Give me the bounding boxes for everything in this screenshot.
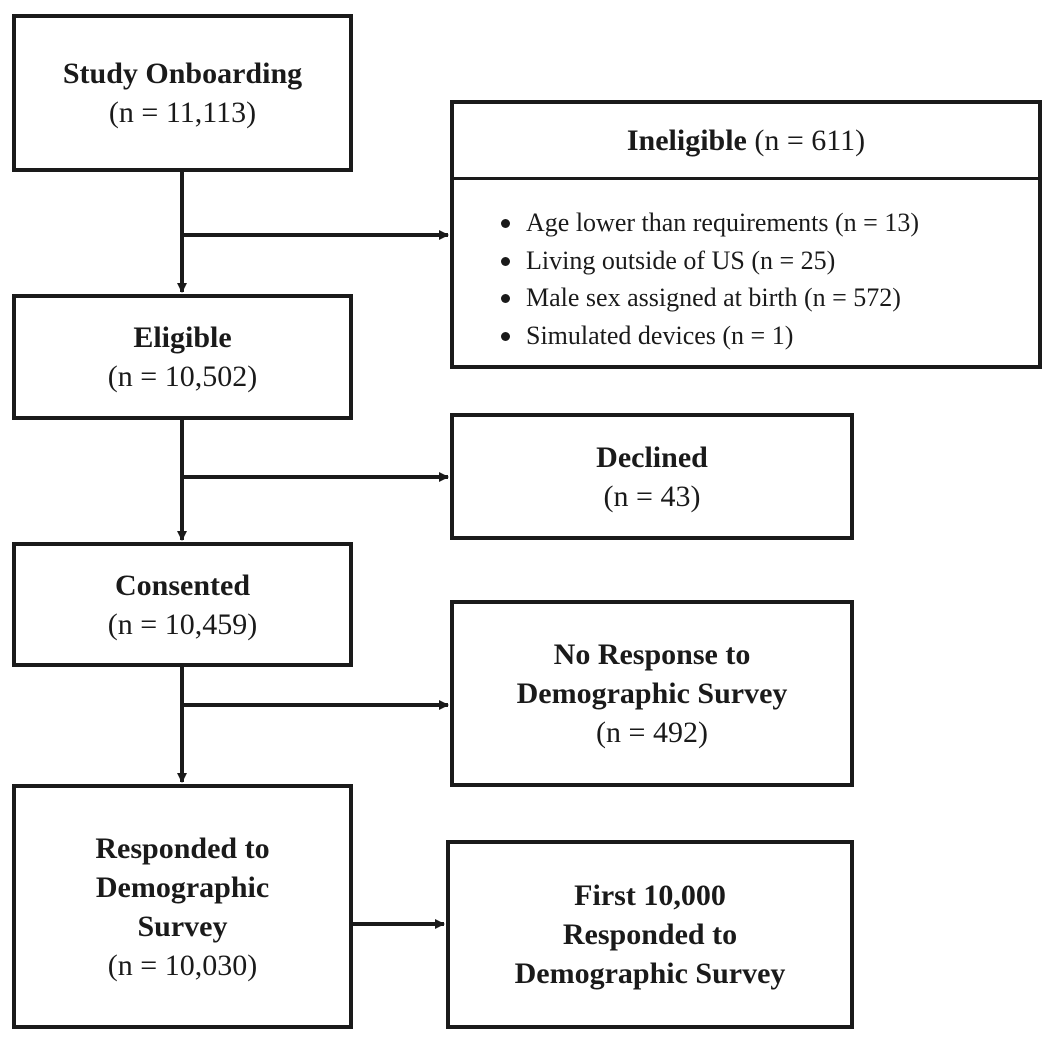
responded-count: (n = 10,030) — [107, 948, 258, 982]
first-10000-title-line-1: First 10,000 — [574, 879, 726, 912]
responded-box: Responded to Demographic Survey (n = 10,… — [12, 784, 353, 1029]
first-10000-title-line-2: Responded to — [562, 918, 738, 951]
first-10000-title-line-3: Demographic Survey — [514, 957, 786, 990]
list-item: Male sex assigned at birth (n = 572) — [501, 279, 1038, 317]
no-response-box: No Response to Demographic Survey (n = 4… — [450, 600, 854, 787]
eligible-title: Eligible — [133, 321, 232, 354]
no-response-count: (n = 492) — [596, 716, 708, 749]
list-item: Simulated devices (n = 1) — [501, 317, 1038, 355]
declined-count: (n = 43) — [603, 479, 701, 513]
responded-title-line-2: Demographic — [95, 870, 270, 904]
consented-count: (n = 10,459) — [107, 607, 258, 641]
no-response-title-line-1: No Response to — [553, 638, 751, 671]
ineligible-title: Ineligible — [626, 123, 747, 157]
no-response-title-line-2: Demographic Survey — [516, 677, 788, 710]
declined-title: Declined — [596, 440, 708, 474]
eligible-count: (n = 10,502) — [107, 360, 258, 393]
list-item: Age lower than requirements (n = 13) — [501, 204, 1038, 242]
responded-title-line-1: Responded to — [95, 831, 270, 865]
eligible-box: Eligible (n = 10,502) — [12, 294, 353, 420]
declined-box: Declined (n = 43) — [450, 413, 854, 540]
responded-title-line-3: Survey — [137, 909, 228, 943]
first-10000-box: First 10,000 Responded to Demographic Su… — [446, 840, 854, 1029]
ineligible-reasons-list: Age lower than requirements (n = 13) Liv… — [454, 180, 1038, 354]
study-onboarding-title: Study Onboarding — [62, 57, 303, 90]
consented-title: Consented — [114, 568, 250, 602]
study-onboarding-box: Study Onboarding (n = 11,113) — [12, 14, 353, 172]
list-item: Living outside of US (n = 25) — [501, 242, 1038, 280]
ineligible-box: Ineligible (n = 611) Age lower than requ… — [450, 100, 1042, 369]
consented-box: Consented (n = 10,459) — [12, 542, 353, 667]
ineligible-count: (n = 611) — [746, 123, 866, 157]
study-onboarding-count: (n = 11,113) — [108, 96, 257, 129]
ineligible-header: Ineligible (n = 611) — [454, 104, 1038, 180]
